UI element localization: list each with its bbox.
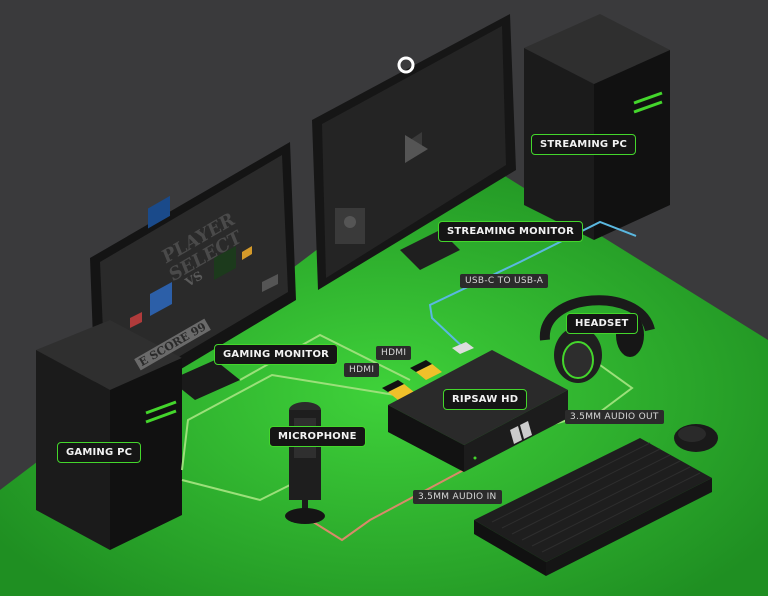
keyboard: [474, 438, 712, 576]
usb-cable-tag: USB-C TO USB-A: [460, 274, 549, 288]
mic-cable: [181, 479, 301, 502]
hdmi-tag-bottom: HDMI: [344, 363, 380, 377]
gaming-monitor-label: GAMING MONITOR: [214, 344, 339, 365]
headset-label: HEADSET: [566, 313, 638, 334]
streaming-monitor-label: STREAMING MONITOR: [438, 221, 583, 242]
audio-in-cable: [309, 439, 521, 542]
microphone: [285, 402, 325, 524]
mouse: [674, 424, 718, 452]
hdmi-cable-gaming-pc: [181, 373, 396, 471]
audio-in-tag: 3.5MM AUDIO IN: [413, 490, 502, 504]
hdmi-cable-gaming-monitor: [239, 333, 411, 381]
streaming-pc-tower: [524, 14, 670, 240]
audio-out-tag: 3.5MM AUDIO OUT: [565, 410, 664, 424]
gaming-pc-label: GAMING PC: [57, 442, 142, 463]
microphone-label: MICROPHONE: [269, 426, 366, 447]
hdmi-tag-top: HDMI: [376, 346, 412, 360]
ripsaw-hd-label: RIPSAW HD: [443, 389, 528, 410]
hdmi-plugs: [382, 342, 474, 400]
streaming-pc-label: STREAMING PC: [531, 134, 637, 155]
